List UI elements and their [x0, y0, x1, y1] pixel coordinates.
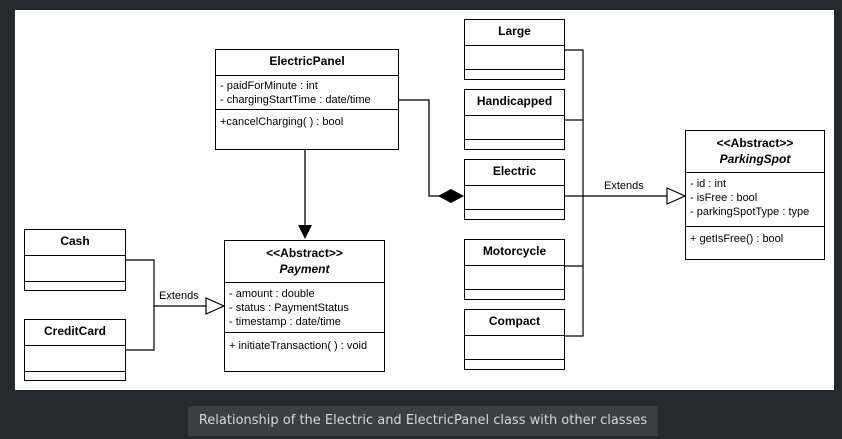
attributes-section — [25, 256, 125, 282]
class-cash: Cash — [24, 229, 126, 291]
cash-inherit-line — [126, 259, 155, 306]
class-name: Electric — [465, 160, 564, 186]
panel-to-electric-line — [399, 99, 463, 197]
composition-diamond — [438, 189, 464, 203]
panel-to-payment-arrowhead — [298, 225, 312, 239]
class-electric-panel: ElectricPanel - paidForMinute : int - ch… — [215, 49, 399, 150]
figure-caption: Relationship of the Electric and Electri… — [188, 406, 658, 436]
class-name: ParkingSpot — [719, 152, 791, 166]
attribute: - status : PaymentStatus — [229, 302, 349, 314]
attributes-section — [465, 46, 564, 70]
class-compact: Compact — [464, 309, 565, 370]
class-large: Large — [464, 19, 565, 80]
attributes-section — [465, 186, 564, 210]
attributes-section: - amount : double - status : PaymentStat… — [225, 283, 384, 333]
class-name: ElectricPanel — [216, 50, 398, 76]
parking-extends-label: Extends — [604, 180, 644, 192]
methods-section: +cancelCharging( ) : bool — [216, 110, 398, 129]
diagram-canvas: ElectricPanel - paidForMinute : int - ch… — [15, 10, 834, 390]
relationship-lines — [126, 49, 687, 351]
class-name: Handicapped — [465, 90, 564, 116]
attributes-section: - id : int - isFree : bool - parkingSpot… — [686, 173, 824, 227]
class-header: <<Abstract>> ParkingSpot — [686, 131, 824, 173]
attribute: - id : int — [690, 178, 727, 190]
attributes-section — [465, 336, 564, 360]
class-name: Payment — [279, 262, 330, 276]
attributes-section: - paidForMinute : int - chargingStartTim… — [216, 76, 398, 110]
payment-inherit-triangle — [205, 297, 226, 315]
stereotype-label: <<Abstract>> — [266, 246, 343, 260]
attribute: - isFree : bool — [690, 192, 758, 204]
class-motorcycle: Motorcycle — [464, 239, 565, 300]
class-name: CreditCard — [25, 320, 125, 346]
class-header: <<Abstract>> Payment — [225, 241, 384, 283]
method: +cancelCharging( ) : bool — [220, 116, 344, 128]
class-parking-spot: <<Abstract>> ParkingSpot - id : int - is… — [685, 130, 825, 260]
methods-section: + initiateTransaction( ) : void — [225, 333, 384, 353]
parkingspot-inherit-triangle — [666, 187, 687, 205]
class-handicapped: Handicapped — [464, 89, 565, 150]
class-name: Compact — [465, 310, 564, 336]
attribute: - amount : double — [229, 288, 315, 300]
method: + initiateTransaction( ) : void — [229, 340, 368, 352]
attributes-section — [25, 346, 125, 372]
payment-extends-label: Extends — [159, 290, 199, 302]
stereotype-label: <<Abstract>> — [716, 136, 794, 150]
class-electric: Electric — [464, 159, 565, 220]
method: + getIsFree() : bool — [690, 233, 784, 245]
class-credit-card: CreditCard — [24, 319, 126, 381]
class-payment: <<Abstract>> Payment - amount : double -… — [224, 240, 385, 372]
attributes-section — [465, 266, 564, 290]
attribute: - parkingSpotType : type — [690, 206, 810, 218]
attribute: - timestamp : date/time — [229, 316, 341, 328]
attribute: - paidForMinute : int — [220, 80, 318, 92]
class-name: Cash — [25, 230, 125, 256]
large-inherit-line — [565, 49, 584, 337]
creditcard-inherit-line — [126, 306, 155, 351]
attribute: - chargingStartTime : date/time — [220, 94, 371, 106]
class-name: Large — [465, 20, 564, 46]
methods-section: + getIsFree() : bool — [686, 227, 824, 246]
attributes-section — [465, 116, 564, 140]
class-name: Motorcycle — [465, 240, 564, 266]
